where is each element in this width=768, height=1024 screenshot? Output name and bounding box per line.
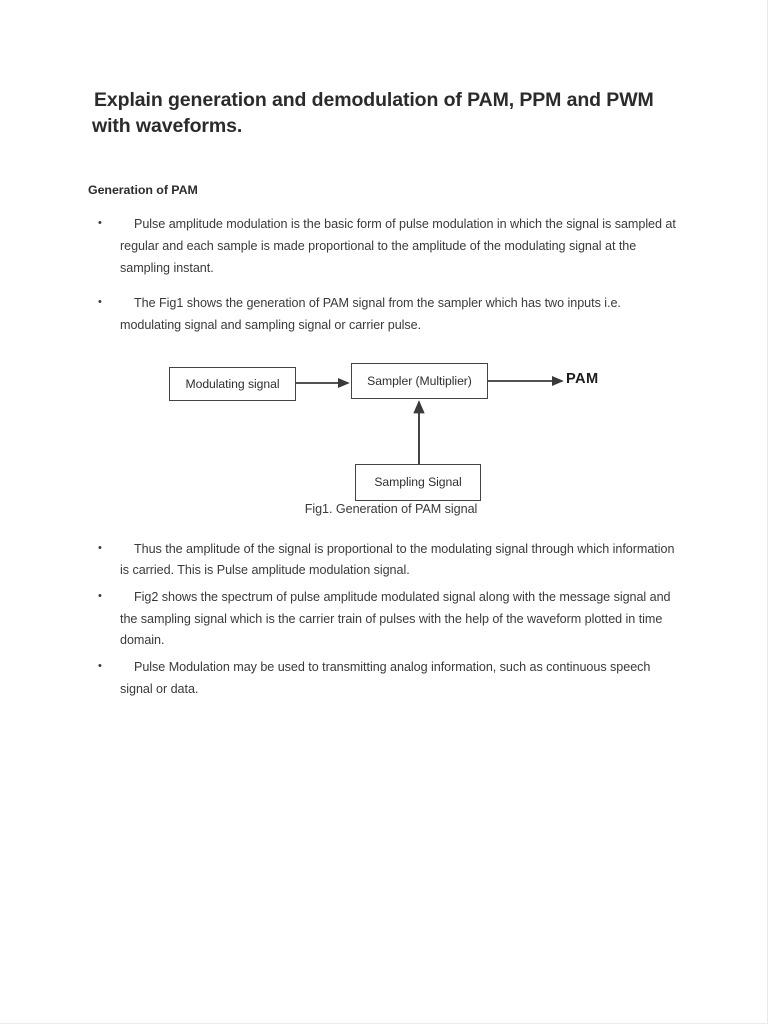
list-item-text: Fig2 shows the spectrum of pulse amplitu… xyxy=(120,590,671,648)
diagram-block-label: Modulating signal xyxy=(185,376,280,391)
diagram-block-label: Sampler (Multiplier) xyxy=(367,373,472,388)
diagram-block-modulating-signal: Modulating signal xyxy=(169,366,296,401)
list-item: • Pulse amplitude modulation is the basi… xyxy=(88,214,680,279)
bullet-marker: • xyxy=(98,660,102,673)
diagram-output-label-pam: PAM xyxy=(566,370,599,387)
list-item-text: The Fig1 shows the generation of PAM sig… xyxy=(120,296,621,333)
list-item: • Thus the amplitude of the signal is pr… xyxy=(88,539,680,582)
bullet-marker: • xyxy=(98,217,102,230)
diagram-block-sampler: Sampler (Multiplier) xyxy=(351,362,488,399)
bullet-list-after-figure: • Thus the amplitude of the signal is pr… xyxy=(88,539,680,701)
page-title: Explain generation and demodulation of P… xyxy=(92,89,654,137)
bullet-list-before-figure: • Pulse amplitude modulation is the basi… xyxy=(88,214,680,336)
diagram-block-sampling-signal: Sampling Signal xyxy=(355,463,481,501)
block-diagram: Modulating signal Sampler (Multiplier) S… xyxy=(88,354,680,502)
section-heading-generation-of-pam: Generation of PAM xyxy=(88,183,198,198)
bullet-marker: • xyxy=(98,541,102,554)
list-item-text: Thus the amplitude of the signal is prop… xyxy=(120,541,675,578)
list-item-text: Pulse amplitude modulation is the basic … xyxy=(120,217,676,275)
bullet-marker: • xyxy=(98,590,102,603)
list-item: • The Fig1 shows the generation of PAM s… xyxy=(88,293,680,336)
document-content: Explain generation and demodulation of P… xyxy=(88,88,680,700)
list-item: • Fig2 shows the spectrum of pulse ampli… xyxy=(88,587,680,652)
bullet-marker: • xyxy=(98,296,102,309)
list-item: • Pulse Modulation may be used to transm… xyxy=(88,657,680,700)
list-item-text: Pulse Modulation may be used to transmit… xyxy=(120,660,651,696)
diagram-block-label: Sampling Signal xyxy=(374,475,462,490)
figure-pam-generation: Modulating signal Sampler (Multiplier) S… xyxy=(88,354,680,522)
figure-caption: Fig1. Generation of PAM signal xyxy=(304,501,478,516)
